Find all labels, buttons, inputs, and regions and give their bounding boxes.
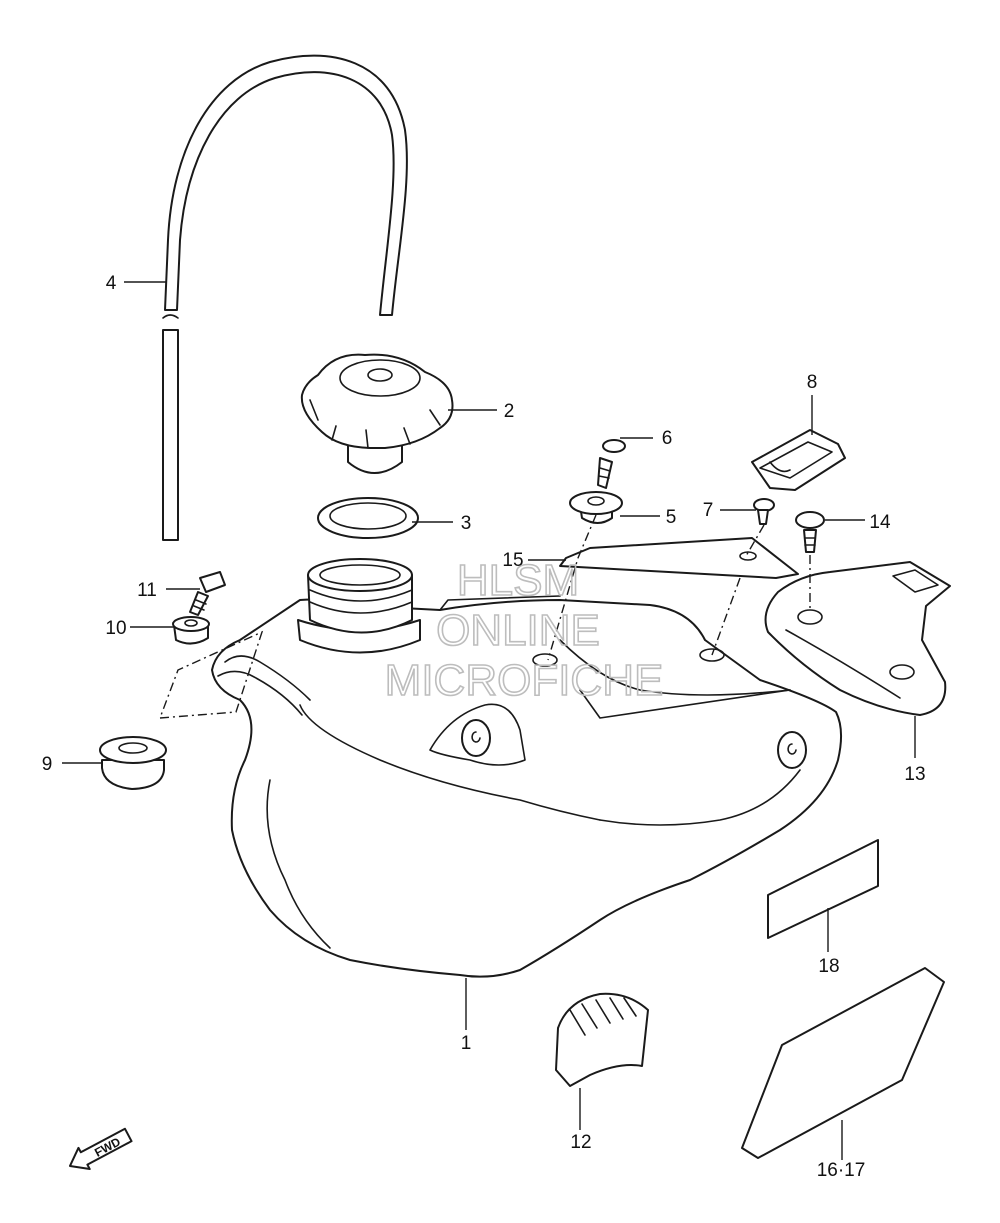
- callout-2: 2: [504, 401, 515, 422]
- callout-9: 9: [42, 754, 53, 775]
- mount-bolt: [189, 571, 226, 616]
- callout-5: 5: [666, 507, 677, 528]
- fuel-tank: [211, 558, 842, 978]
- watermark: HLSM ONLINE MICROFICHE: [384, 555, 664, 706]
- assembly-lines: [158, 514, 811, 719]
- callout-14: 14: [869, 512, 891, 533]
- fwd-arrow-icon: FWD: [68, 1127, 133, 1171]
- callout-4: 4: [106, 273, 117, 294]
- fwd-direction-marker: FWD: [68, 1127, 133, 1171]
- cover-plate: [559, 537, 799, 579]
- callout-10: 10: [105, 618, 126, 639]
- callout-18: 18: [818, 956, 839, 977]
- callout-11: 11: [137, 580, 157, 601]
- bracket-screw: [753, 498, 775, 525]
- band-clip: [751, 429, 846, 491]
- callout-6: 6: [662, 428, 673, 449]
- callout-16-17: 16·17: [817, 1160, 866, 1181]
- breather-hose: [162, 54, 408, 541]
- callout-1: 1: [461, 1033, 472, 1054]
- callout-12: 12: [570, 1132, 591, 1153]
- watermark-line-1: HLSM: [457, 556, 579, 605]
- mount-collar: [172, 616, 210, 645]
- cap-gasket: [317, 497, 419, 539]
- side-cover: [764, 561, 951, 716]
- cover-bolt: [795, 511, 825, 553]
- callout-13: 13: [904, 764, 925, 785]
- cover-screw: [597, 439, 626, 489]
- warning-label: [767, 839, 879, 939]
- callout-15: 15: [502, 550, 523, 571]
- callout-labels: 4 2 3 6 5 7 8 14 15 11 10 9 13 1 12 18 1…: [42, 273, 926, 1181]
- callout-8: 8: [807, 372, 818, 393]
- mount-grommet: [99, 736, 167, 790]
- leader-lines: [62, 281, 916, 1160]
- tank-emblem: [741, 967, 945, 1159]
- fuel-cap: [300, 353, 454, 474]
- watermark-line-2: ONLINE: [436, 606, 600, 655]
- protector-pad: [555, 992, 649, 1087]
- cover-cushion: [569, 491, 623, 524]
- callout-7: 7: [703, 500, 714, 521]
- watermark-line-3: MICROFICHE: [385, 656, 664, 705]
- callout-3: 3: [461, 513, 472, 534]
